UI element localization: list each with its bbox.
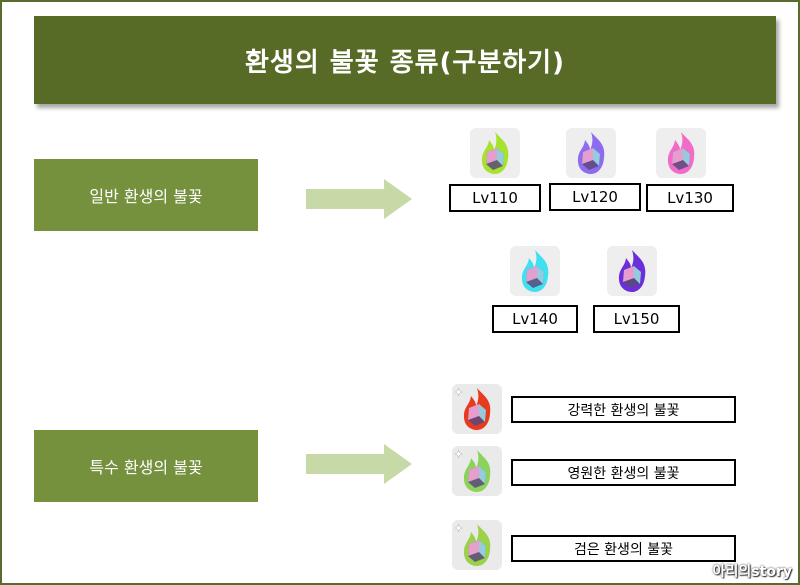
arrow-special-icon <box>306 444 412 484</box>
page-title-text: 환생의 불꽃 종류(구분하기) <box>245 47 565 78</box>
svg-text:✦: ✦ <box>454 386 463 399</box>
cyan-flame-icon <box>510 246 560 296</box>
level-label: Lv110 <box>449 184 541 212</box>
special-flame-label: 강력한 환생의 불꽃 <box>511 396 736 423</box>
page-title: 환생의 불꽃 종류(구분하기) <box>34 16 776 104</box>
level-label: Lv120 <box>549 183 641 211</box>
watermark: 아리의story <box>712 564 792 580</box>
violet-flame-icon <box>607 246 657 296</box>
special-flame-label: 영원한 환생의 불꽃 <box>511 459 736 486</box>
category-special-label: 특수 환생의 불꽃 <box>89 458 203 477</box>
black-flame-icon: ✦ <box>452 520 502 570</box>
rainbow-flame-icon: ✦ <box>452 446 502 496</box>
category-normal: 일반 환생의 불꽃 <box>34 159 258 231</box>
svg-text:✦: ✦ <box>454 522 463 535</box>
purple-flame-icon <box>566 128 616 178</box>
pink-flame-icon <box>656 128 706 178</box>
special-flame-label: 검은 환생의 불꽃 <box>511 535 736 562</box>
red-flame-icon: ✦ <box>452 384 502 434</box>
svg-text:✦: ✦ <box>454 448 463 461</box>
category-normal-label: 일반 환생의 불꽃 <box>89 187 203 206</box>
arrow-normal-icon <box>306 179 412 219</box>
green-flame-icon <box>470 128 520 178</box>
category-special: 특수 환생의 불꽃 <box>34 430 258 502</box>
level-label: Lv150 <box>593 305 680 333</box>
level-label: Lv140 <box>492 305 578 333</box>
level-label: Lv130 <box>646 184 734 212</box>
